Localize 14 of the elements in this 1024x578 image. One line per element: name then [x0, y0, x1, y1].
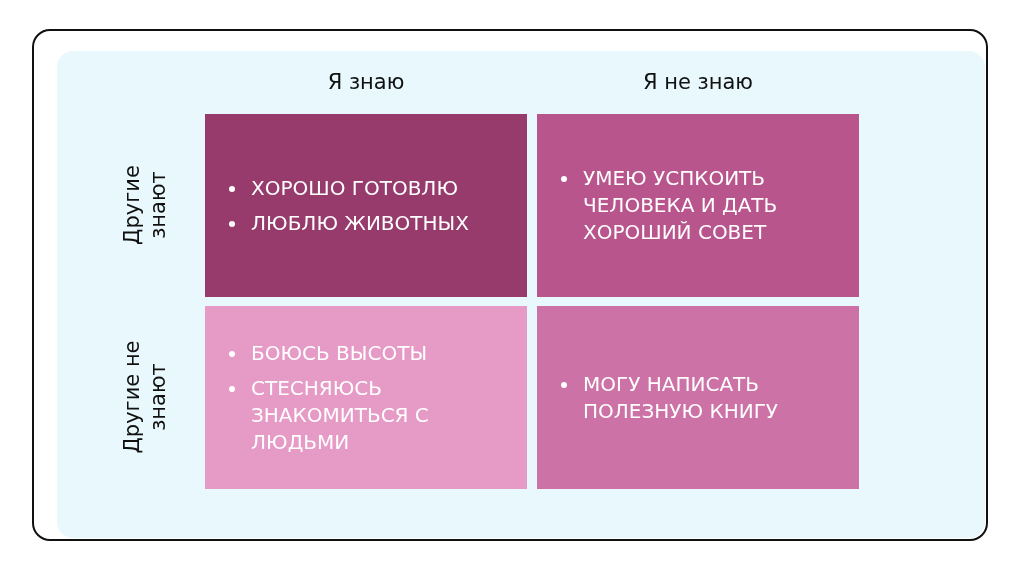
list-item: УМЕЮ УСПКОИТЬ ЧЕЛОВЕКА И ДАТЬ ХОРОШИЙ СОВЕТ — [559, 165, 839, 246]
quadrant-box — [205, 114, 527, 297]
row-header: Другие знают — [119, 164, 171, 247]
list-item: СТЕСНЯЮСЬ ЗНАКОМИТЬСЯ С ЛЮДЬМИ — [227, 374, 507, 456]
list-item: ХОРОШО ГОТОВЛЮ — [227, 174, 507, 202]
list-item: БОЮСЬ ВЫСОТЫ — [227, 339, 507, 367]
row-header: Другие не знают — [119, 339, 171, 456]
quadrant-box — [205, 306, 527, 489]
column-header: Я не знаю — [641, 70, 754, 94]
quadrant-box — [537, 306, 859, 489]
list-item: ЛЮБЛЮ ЖИВОТНЫХ — [227, 209, 507, 237]
quadrant-box — [537, 114, 859, 297]
list-item: МОГУ НАПИСАТЬ ПОЛЕЗНУЮ КНИГУ — [559, 370, 839, 425]
column-header: Я знаю — [326, 70, 406, 94]
